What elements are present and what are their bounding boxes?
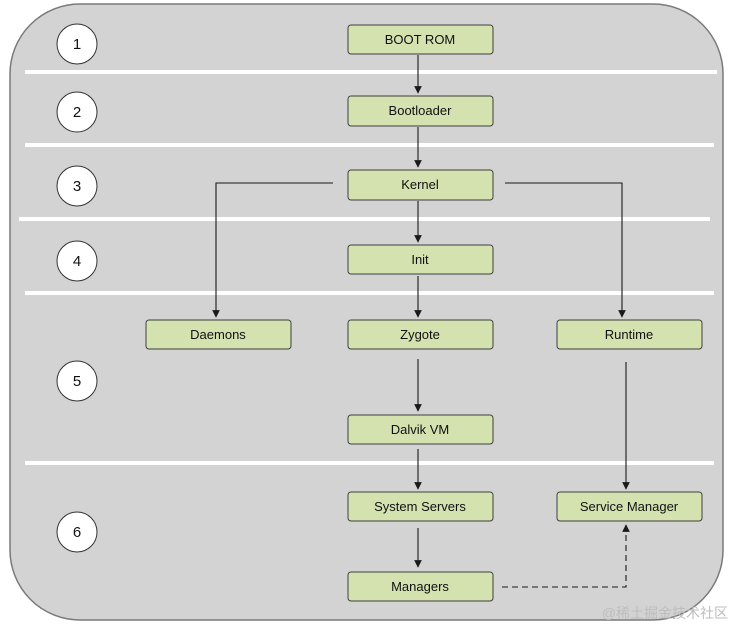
step-marker-6: 6 xyxy=(56,511,98,553)
box-bootloader: Bootloader xyxy=(347,95,494,127)
connectors xyxy=(212,55,630,588)
watermark-text: @稀土掘金技术社区 xyxy=(602,605,728,621)
layer-dividers xyxy=(19,70,717,465)
box-label: Managers xyxy=(391,579,449,594)
step-markers: 1 2 3 4 5 6 xyxy=(56,23,98,553)
box-label: Daemons xyxy=(190,327,246,342)
arrow-kernel-to-daemons xyxy=(212,182,333,318)
step-number: 4 xyxy=(73,253,81,270)
step-marker-1: 1 xyxy=(56,23,98,65)
arrow-kernel-to-runtime xyxy=(505,182,626,318)
box-label: Dalvik VM xyxy=(391,422,450,437)
box-system-servers: System Servers xyxy=(347,491,494,522)
step-number: 6 xyxy=(73,524,81,541)
box-label: BOOT ROM xyxy=(385,32,456,47)
box-boot-rom: BOOT ROM xyxy=(347,24,494,55)
step-marker-5: 5 xyxy=(56,360,98,402)
box-runtime: Runtime xyxy=(556,319,703,350)
dashed-arrow-managers-to-service-manager xyxy=(502,524,630,588)
box-service-manager: Service Manager xyxy=(556,491,703,522)
step-number: 5 xyxy=(73,373,81,390)
box-label: Service Manager xyxy=(580,499,679,514)
boxes: BOOT ROM Bootloader Kernel Init Daemons … xyxy=(145,24,703,602)
diagram-panel xyxy=(9,3,724,621)
step-marker-3: 3 xyxy=(56,165,98,207)
step-number: 3 xyxy=(73,178,81,195)
box-init: Init xyxy=(347,244,494,275)
box-daemons: Daemons xyxy=(145,319,292,350)
step-marker-4: 4 xyxy=(56,240,98,282)
box-kernel: Kernel xyxy=(347,169,494,201)
box-label: Kernel xyxy=(401,177,439,192)
step-number: 1 xyxy=(73,36,81,53)
box-label: System Servers xyxy=(374,499,466,514)
box-managers: Managers xyxy=(347,571,494,602)
box-label: Zygote xyxy=(400,327,440,342)
step-number: 2 xyxy=(73,104,81,121)
step-marker-2: 2 xyxy=(56,91,98,133)
box-dalvik-vm: Dalvik VM xyxy=(347,414,494,445)
box-label: Runtime xyxy=(605,327,653,342)
box-zygote: Zygote xyxy=(347,319,494,350)
box-label: Init xyxy=(411,252,429,267)
box-label: Bootloader xyxy=(389,103,453,118)
